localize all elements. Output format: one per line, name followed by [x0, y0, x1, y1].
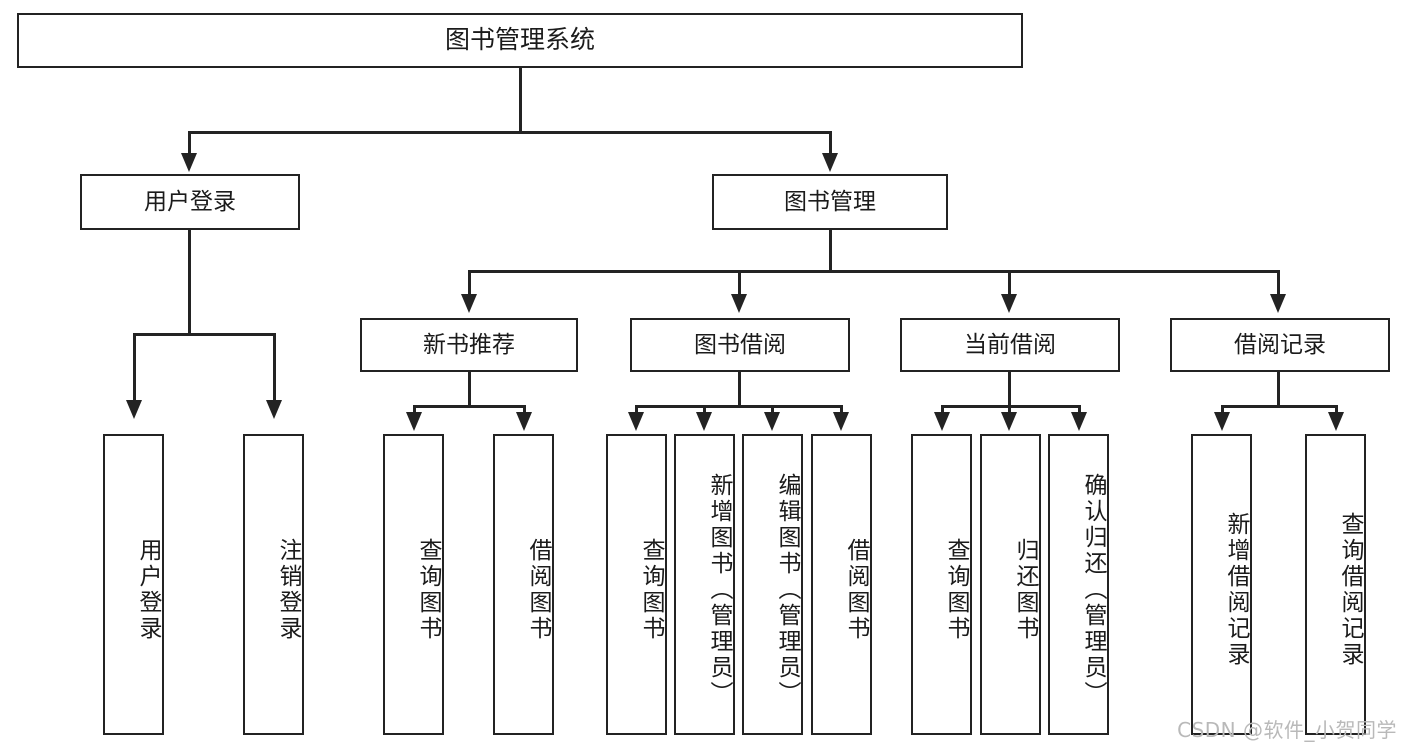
connector-level3-bus [468, 270, 1280, 273]
arrow-head-user-login [181, 153, 197, 172]
arrow-head-query-record [1328, 412, 1344, 431]
leaf-query-book-2[interactable]: 查询图书 [606, 434, 667, 735]
leaf-confirm-return[interactable]: 确认归还（管理员） [1048, 434, 1109, 735]
arrow-head-new-book [461, 294, 477, 313]
leaf-query-record[interactable]: 查询借阅记录 [1305, 434, 1366, 735]
leaf-logout-login[interactable]: 注销登录 [243, 434, 304, 735]
connector-book-borrow-stem [738, 372, 741, 408]
connector-current-borrow-stem [1008, 372, 1011, 408]
leaf-label: 新增借阅记录 [1223, 511, 1249, 668]
leaf-return-book[interactable]: 归还图书 [980, 434, 1041, 735]
arrow-head-leaf-logout [266, 400, 282, 419]
leaf-label: 注销登录 [275, 537, 301, 642]
leaf-label: 用户登录 [135, 537, 161, 642]
node-label: 用户登录 [144, 188, 236, 215]
leaf-label: 查询图书 [638, 537, 664, 642]
connector-drop-leaf-logout [273, 333, 276, 407]
leaf-label: 查询图书 [943, 537, 969, 642]
leaf-user-login[interactable]: 用户登录 [103, 434, 164, 735]
arrow-head-book-manage [822, 153, 838, 172]
leaf-label: 新增图书（管理员） [706, 472, 732, 707]
node-label: 借阅记录 [1234, 331, 1326, 358]
leaf-label: 确认归还（管理员） [1080, 472, 1106, 707]
connector-new-book-stem [468, 372, 471, 408]
connector-user-login-bus [133, 333, 276, 336]
node-label: 图书管理 [784, 188, 876, 215]
arrow-head-query-book-1 [406, 412, 422, 431]
connector-root-stem [519, 68, 522, 133]
arrow-head-return-book [1001, 412, 1017, 431]
node-book-borrow[interactable]: 图书借阅 [630, 318, 850, 372]
node-book-manage[interactable]: 图书管理 [712, 174, 948, 230]
connector-book-manage-stem [829, 230, 832, 272]
arrow-head-confirm-return [1071, 412, 1087, 431]
leaf-edit-book[interactable]: 编辑图书（管理员） [742, 434, 803, 735]
node-label: 图书借阅 [694, 331, 786, 358]
leaf-label: 编辑图书（管理员） [774, 472, 800, 707]
leaf-label: 查询图书 [415, 537, 441, 642]
connector-drop-current-borrow [1008, 270, 1011, 300]
arrow-head-borrow-record [1270, 294, 1286, 313]
node-borrow-record[interactable]: 借阅记录 [1170, 318, 1390, 372]
node-user-login[interactable]: 用户登录 [80, 174, 300, 230]
connector-drop-leaf-user-login [133, 333, 136, 407]
connector-new-book-bus [413, 405, 526, 408]
connector-drop-book-manage [829, 131, 832, 159]
leaf-borrow-book-2[interactable]: 借阅图书 [811, 434, 872, 735]
node-root-system[interactable]: 图书管理系统 [17, 13, 1023, 68]
connector-drop-book-borrow [738, 270, 741, 300]
arrow-head-leaf-user-login [126, 400, 142, 419]
connector-borrow-record-bus [1221, 405, 1338, 408]
leaf-label: 归还图书 [1012, 537, 1038, 642]
connector-user-login-stem [188, 230, 191, 335]
arrow-head-current-borrow [1001, 294, 1017, 313]
arrow-head-query-book-3 [934, 412, 950, 431]
connector-book-borrow-bus [635, 405, 843, 408]
node-label: 图书管理系统 [444, 25, 595, 55]
arrow-head-query-book-2 [628, 412, 644, 431]
arrow-head-add-record [1214, 412, 1230, 431]
leaf-query-book-1[interactable]: 查询图书 [383, 434, 444, 735]
node-current-borrow[interactable]: 当前借阅 [900, 318, 1120, 372]
leaf-add-book[interactable]: 新增图书（管理员） [674, 434, 735, 735]
arrow-head-borrow-book-2 [833, 412, 849, 431]
arrow-head-add-book [696, 412, 712, 431]
leaf-query-book-3[interactable]: 查询图书 [911, 434, 972, 735]
node-label: 新书推荐 [423, 331, 515, 358]
leaf-add-record[interactable]: 新增借阅记录 [1191, 434, 1252, 735]
node-new-book-recommend[interactable]: 新书推荐 [360, 318, 578, 372]
leaf-borrow-book-1[interactable]: 借阅图书 [493, 434, 554, 735]
leaf-label: 借阅图书 [525, 537, 551, 642]
connector-borrow-record-stem [1277, 372, 1280, 408]
node-label: 当前借阅 [964, 331, 1056, 358]
arrow-head-book-borrow [731, 294, 747, 313]
connector-drop-new-book [468, 270, 471, 300]
connector-drop-user-login [188, 131, 191, 159]
arrow-head-borrow-book-1 [516, 412, 532, 431]
connector-current-borrow-bus [941, 405, 1081, 408]
leaf-label: 借阅图书 [843, 537, 869, 642]
connector-drop-borrow-record [1277, 270, 1280, 300]
connector-level2-bus [188, 131, 832, 134]
leaf-label: 查询借阅记录 [1337, 511, 1363, 668]
arrow-head-edit-book [764, 412, 780, 431]
